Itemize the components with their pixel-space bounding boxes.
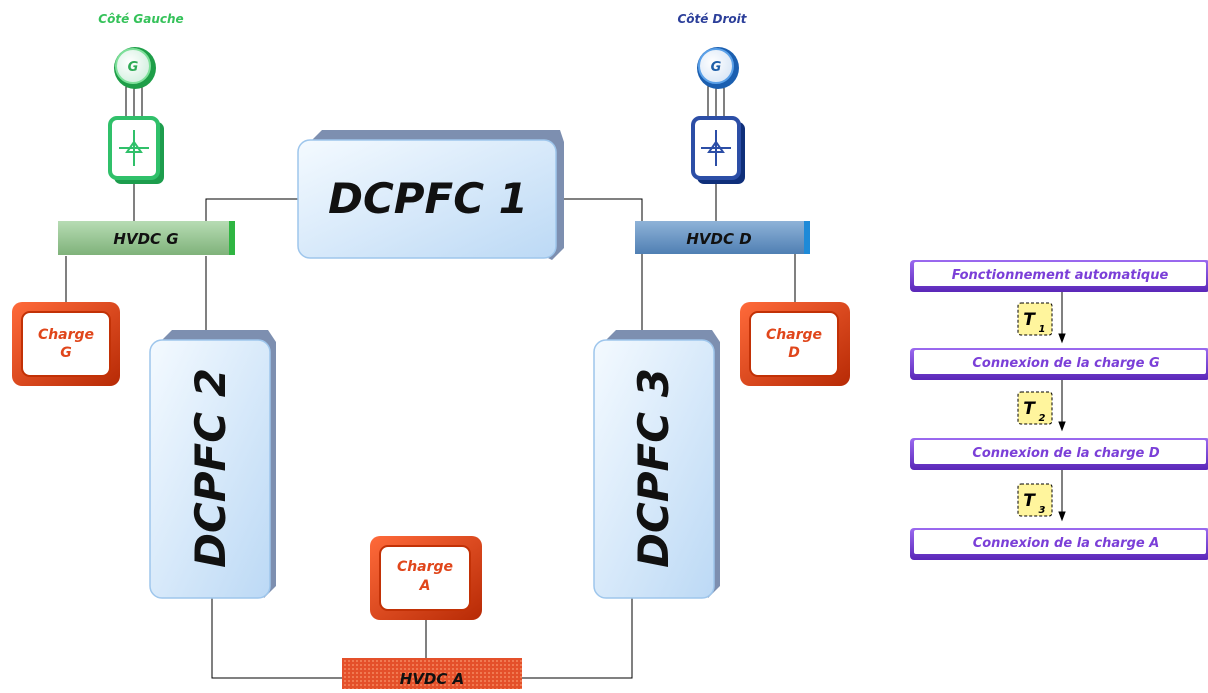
hvdc-g-label: HVDC G <box>113 230 178 248</box>
right-side-label: Côté Droit <box>677 12 747 26</box>
timer-t1: T 1 <box>1017 302 1053 336</box>
hvdc-a-label: HVDC A <box>400 670 464 688</box>
timer-t3: T 3 <box>1017 483 1053 517</box>
timer-t2-sub: 2 <box>1039 413 1046 424</box>
charge-a-load: Charge A <box>370 536 482 620</box>
left-generator: G <box>114 47 156 89</box>
right-converter-icon <box>691 116 745 184</box>
dcpfc-2-label: DCPFC 2 <box>186 368 235 568</box>
step-3: Connexion de la charge D <box>910 438 1208 470</box>
hvdc-d-label: HVDC D <box>686 230 751 248</box>
connection-wires <box>65 86 796 679</box>
step-4: Connexion de la charge A <box>910 528 1208 560</box>
step-2-label: Connexion de la charge G <box>972 356 1160 371</box>
step-1: Fonctionnement automatique <box>910 260 1208 292</box>
charge-g-load: Charge G <box>12 302 120 386</box>
hvdc-d-bus: HVDC D <box>635 221 810 254</box>
dcpfc-3-box: DCPFC 3 <box>593 330 720 599</box>
charge-g-label-line1: Charge <box>38 327 94 343</box>
wire-dcpfc2-hvdca <box>211 597 342 679</box>
wire-dcpfc1-hvdcd <box>558 198 643 221</box>
timer-t2: T 2 <box>1017 391 1053 425</box>
timer-t1-sub: 1 <box>1039 324 1046 335</box>
wire-dcpfc3-hvdca <box>522 597 633 679</box>
step-1-label: Fonctionnement automatique <box>952 268 1169 283</box>
dcpfc-1-box: DCPFC 1 <box>297 130 564 260</box>
dcpfc-1-label: DCPFC 1 <box>328 174 528 223</box>
step-2: Connexion de la charge G <box>910 348 1208 380</box>
hvdc-g-bus: HVDC G <box>58 221 235 255</box>
left-generator-label: G <box>128 60 139 75</box>
charge-d-load: Charge D <box>740 302 850 386</box>
right-generator-label: G <box>711 60 722 75</box>
dcpfc-3-label: DCPFC 3 <box>629 368 678 568</box>
wire-dcpfc1-hvdcg <box>205 198 300 221</box>
charge-a-label-line2: A <box>419 578 431 594</box>
right-generator: G <box>697 47 739 89</box>
charge-g-label-line2: G <box>60 345 72 361</box>
charge-d-label-line1: Charge <box>766 327 822 343</box>
charge-a-label-line1: Charge <box>397 559 453 575</box>
right-generator-leads <box>707 86 725 120</box>
sequence-flow: Fonctionnement automatique Connexion de … <box>910 260 1208 560</box>
timer-t1-symbol: T <box>1023 310 1036 330</box>
hvdc-a-bus: HVDC A <box>342 658 522 689</box>
timer-t3-sub: 3 <box>1039 505 1046 516</box>
left-side-label: Côté Gauche <box>98 12 183 26</box>
left-converter-icon <box>108 116 164 184</box>
timer-t3-symbol: T <box>1023 491 1036 511</box>
dcpfc-2-box: DCPFC 2 <box>149 330 276 599</box>
step-4-label: Connexion de la charge A <box>973 536 1160 551</box>
step-3-label: Connexion de la charge D <box>972 446 1160 461</box>
timer-t2-symbol: T <box>1023 399 1036 419</box>
charge-d-label-line2: D <box>788 345 800 361</box>
